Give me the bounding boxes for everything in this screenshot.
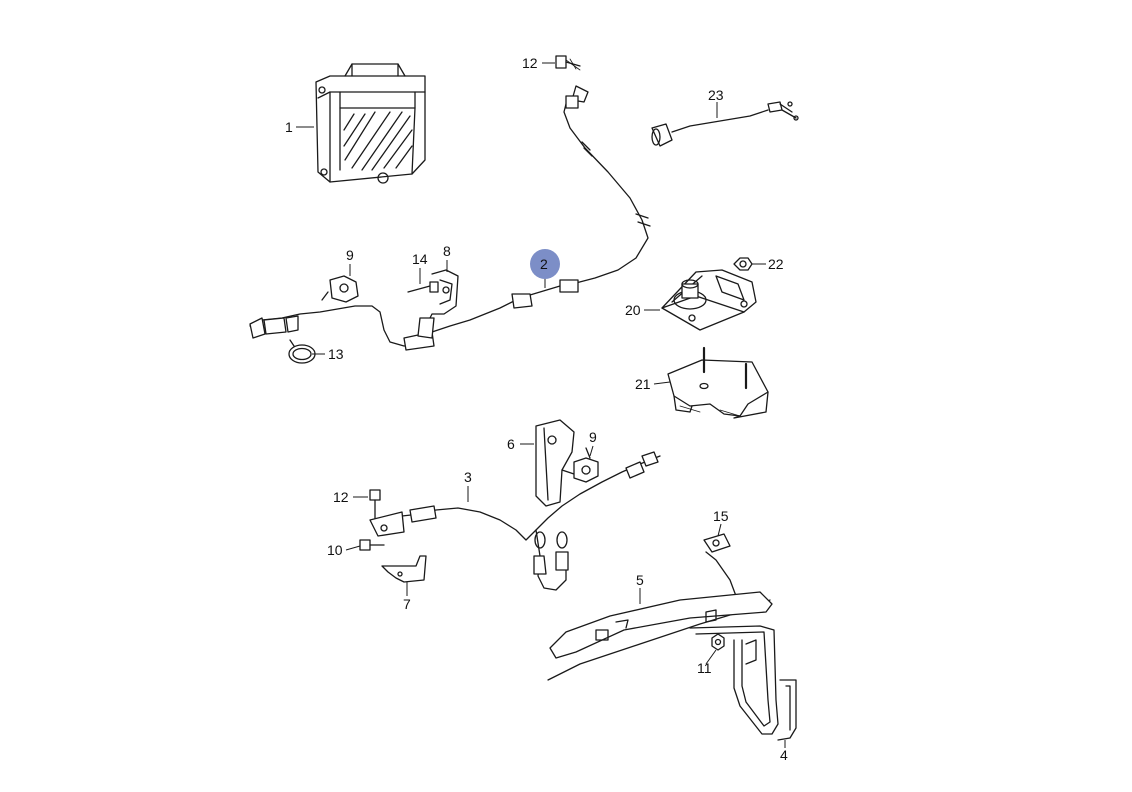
callout-21-label: 21 (635, 376, 651, 392)
part-15-connector[interactable] (703, 533, 737, 597)
part-23-sensor[interactable] (651, 101, 799, 147)
callout-13-label: 13 (328, 346, 344, 362)
leader-lines (296, 62, 786, 748)
callout-22[interactable]: 22 (768, 256, 784, 272)
callout-13[interactable]: 13 (328, 346, 344, 362)
part-3-sensor-cable[interactable] (401, 451, 661, 591)
part-22-nut[interactable] (733, 257, 753, 271)
callout-7-label: 7 (403, 596, 411, 612)
callout-5-label: 5 (636, 572, 644, 588)
part-21-mounting-plate[interactable] (667, 346, 769, 419)
callout-14-label: 14 (412, 251, 428, 267)
part-4-holder[interactable] (689, 625, 797, 741)
callout-5[interactable]: 5 (636, 572, 644, 588)
callout-22-label: 22 (768, 256, 784, 272)
callout-12-lower[interactable]: 12 (333, 489, 349, 505)
part-9-clip-lower[interactable] (573, 447, 599, 483)
part-12-bolt-lower[interactable] (369, 489, 405, 537)
callout-2-highlight (530, 249, 560, 279)
part-14-screw[interactable] (407, 281, 439, 293)
callout-8-label: 8 (443, 243, 451, 259)
part-7-bracket[interactable] (381, 555, 427, 583)
callout-9-lower-label: 9 (589, 429, 597, 445)
part-6-bracket[interactable] (535, 419, 575, 507)
callout-10-label: 10 (327, 542, 343, 558)
callout-12-lower-label: 12 (333, 489, 349, 505)
callout-4-label: 4 (780, 747, 788, 763)
callout-9-upper[interactable]: 9 (346, 247, 354, 263)
callout-2-selected[interactable]: 2 (530, 249, 560, 279)
callout-15-label: 15 (713, 508, 729, 524)
callout-2-label: 2 (540, 256, 548, 272)
callout-11[interactable]: 11 (697, 660, 712, 676)
callout-21[interactable]: 21 (635, 376, 651, 392)
callout-12-upper[interactable]: 12 (522, 55, 538, 71)
callout-20[interactable]: 20 (625, 302, 641, 318)
part-12-bolt-upper[interactable] (555, 55, 581, 71)
callout-11-label: 11 (697, 660, 712, 676)
part-5-rail[interactable] (547, 591, 773, 681)
callout-4[interactable]: 4 (780, 747, 788, 763)
callout-12-upper-label: 12 (522, 55, 538, 71)
callout-9-upper-label: 9 (346, 247, 354, 263)
callout-3-label: 3 (464, 469, 472, 485)
part-11-nut[interactable] (711, 633, 725, 651)
callout-15[interactable]: 15 (713, 508, 729, 524)
part-8-bracket[interactable] (417, 269, 459, 339)
callout-8[interactable]: 8 (443, 243, 451, 259)
callout-9-lower[interactable]: 9 (589, 429, 597, 445)
part-13-hose-clamp[interactable] (288, 339, 316, 364)
callout-23-label: 23 (708, 87, 724, 103)
callout-7[interactable]: 7 (403, 596, 411, 612)
part-9-clip-upper[interactable] (321, 275, 359, 303)
callout-1-label: 1 (285, 119, 293, 135)
callout-20-label: 20 (625, 302, 641, 318)
part-2-cable-lower-run[interactable] (249, 305, 435, 351)
callout-1[interactable]: 1 (285, 119, 293, 135)
part-20-unit[interactable] (661, 269, 757, 331)
part-1-control-unit[interactable] (315, 63, 426, 184)
part-2-sensor-cable[interactable] (431, 85, 651, 333)
callout-10[interactable]: 10 (327, 542, 343, 558)
callout-6[interactable]: 6 (507, 436, 515, 452)
callout-6-label: 6 (507, 436, 515, 452)
callout-23[interactable]: 23 (708, 87, 724, 103)
callout-14[interactable]: 14 (412, 251, 428, 267)
callout-3[interactable]: 3 (464, 469, 472, 485)
part-10-bolt[interactable] (359, 539, 385, 551)
